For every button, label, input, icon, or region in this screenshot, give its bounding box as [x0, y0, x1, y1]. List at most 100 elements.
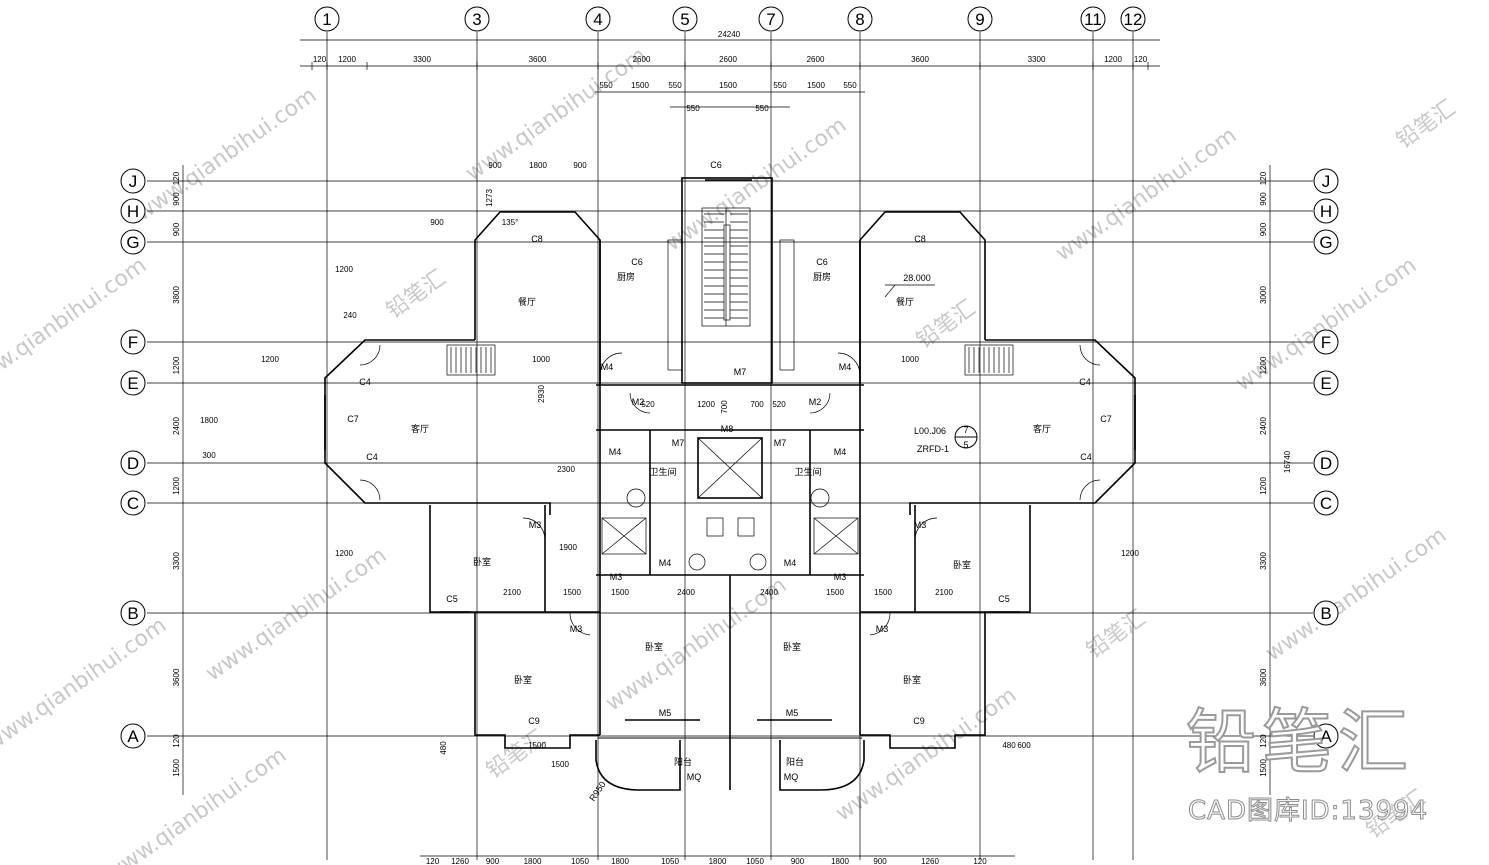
door-label: M7	[672, 438, 685, 448]
dim-bottom: 1050	[746, 857, 764, 865]
annotation-label: 28.000	[903, 273, 931, 283]
axis-bubble	[1120, 6, 1146, 32]
window-label: C6	[816, 257, 828, 267]
window-label: C6	[710, 160, 722, 170]
watermark-text: www.qianbihui.com	[101, 743, 291, 865]
door-label: M7	[734, 367, 747, 377]
watermark-text: 铅笔汇	[1082, 606, 1150, 664]
axis-bubble-right	[1313, 198, 1339, 224]
annotation-label: ZRFD-1	[917, 444, 949, 454]
room-label: 餐厅	[518, 296, 536, 307]
dim-top-row2: 550	[843, 81, 857, 90]
dim-detail: 700	[750, 400, 764, 409]
dim-left: 120	[172, 171, 181, 185]
watermark-text: 铅笔汇	[382, 266, 450, 324]
dim-top-row1: 2600	[633, 55, 651, 64]
dim-right: 3300	[1259, 552, 1268, 570]
dim-detail: 300	[202, 451, 216, 460]
door-label: M3	[914, 520, 927, 530]
window-label: C7	[1100, 414, 1112, 424]
door-label: M3	[570, 624, 583, 634]
dim-right: 120	[1259, 734, 1268, 748]
axis-bubble-right	[1313, 229, 1339, 255]
axis-label-right: H	[1320, 202, 1332, 221]
dim-detail: 2100	[935, 588, 953, 597]
dim-bottom: 900	[791, 857, 805, 865]
dim-left: 2400	[172, 417, 181, 435]
axis-label-top: 8	[855, 10, 864, 29]
dim-right: 3600	[1259, 668, 1268, 686]
watermark-text: www.qianbihui.com	[661, 113, 851, 257]
axis-label-right: A	[1320, 727, 1332, 746]
door-label: M7	[774, 438, 787, 448]
dim-top-row3: 550	[755, 104, 769, 113]
room-label: 卧室	[514, 674, 532, 685]
room-label: 客厅	[1033, 423, 1051, 434]
window-label: C4	[366, 452, 378, 462]
door-label: M3	[834, 572, 847, 582]
axis-bubble	[585, 6, 611, 32]
door-label: M3	[529, 520, 542, 530]
room-label: 卫生间	[794, 466, 821, 477]
window-label: C6	[631, 257, 643, 267]
window-label: C4	[1080, 452, 1092, 462]
watermark-text: www.qianbihui.com	[0, 613, 171, 757]
axis-label-top: 9	[975, 10, 984, 29]
axis-label-right: C	[1320, 494, 1332, 513]
axis-bubble	[1080, 6, 1106, 32]
dim-detail: 2400	[677, 588, 695, 597]
dim-left: 1200	[172, 477, 181, 495]
dim-bottom: 1800	[709, 857, 727, 865]
axis-bubble	[967, 6, 993, 32]
annotation-label: R950	[587, 780, 608, 803]
dim-detail: 1500	[611, 588, 629, 597]
door-label: M2	[632, 397, 645, 407]
dim-left: 1200	[172, 356, 181, 374]
axis-label-right: J	[1322, 172, 1331, 191]
dim-detail: 900	[573, 161, 587, 170]
axis-label-right: E	[1320, 374, 1331, 393]
axis-label-top: 4	[593, 10, 602, 29]
door-label: M5	[659, 708, 672, 718]
cad-id-text: CAD图库ID:13994	[1187, 796, 1429, 827]
axis-bubble-left	[120, 600, 146, 626]
door-label: M3	[876, 624, 889, 634]
axis-label-left: C	[127, 494, 139, 513]
axis-bubble-left	[120, 168, 146, 194]
window-label: C9	[913, 716, 925, 726]
room-label: 卫生间	[649, 466, 676, 477]
dim-top-row3: 550	[686, 104, 700, 113]
dim-left: 3300	[172, 552, 181, 570]
axis-label-left: J	[129, 172, 138, 191]
room-label: 客厅	[411, 423, 429, 434]
dim-detail: 1500	[826, 588, 844, 597]
axis-label-top: 3	[472, 10, 481, 29]
dim-detail: 700	[720, 400, 729, 414]
axis-bubble-right	[1313, 168, 1339, 194]
watermark-text: www.qianbihui.com	[1051, 123, 1241, 267]
dim-bottom: 1050	[661, 857, 679, 865]
dim-right: 900	[1259, 192, 1268, 206]
axis-label-right: B	[1320, 604, 1331, 623]
axis-label-top: 5	[680, 10, 689, 29]
dim-detail: 2400	[760, 588, 778, 597]
axis-bubble-left	[120, 229, 146, 255]
axis-label-right: G	[1319, 233, 1332, 252]
room-label: 卧室	[953, 559, 971, 570]
dim-bottom: 1800	[524, 857, 542, 865]
dim-left: 120	[172, 734, 181, 748]
axis-bubble-left	[120, 329, 146, 355]
dim-detail: 1800	[529, 161, 547, 170]
dim-detail: 1273	[485, 189, 494, 207]
dim-top-row1: 120	[1134, 55, 1148, 64]
dim-detail: 900	[488, 161, 502, 170]
dim-detail: 1000	[532, 355, 550, 364]
dim-left: 3600	[172, 668, 181, 686]
axis-bubble	[672, 6, 698, 32]
dim-detail: 480	[1002, 741, 1016, 750]
logo-brand-text: 铅笔汇	[1185, 701, 1414, 783]
axis-bubble-left	[120, 723, 146, 749]
dim-left: 3800	[172, 286, 181, 304]
